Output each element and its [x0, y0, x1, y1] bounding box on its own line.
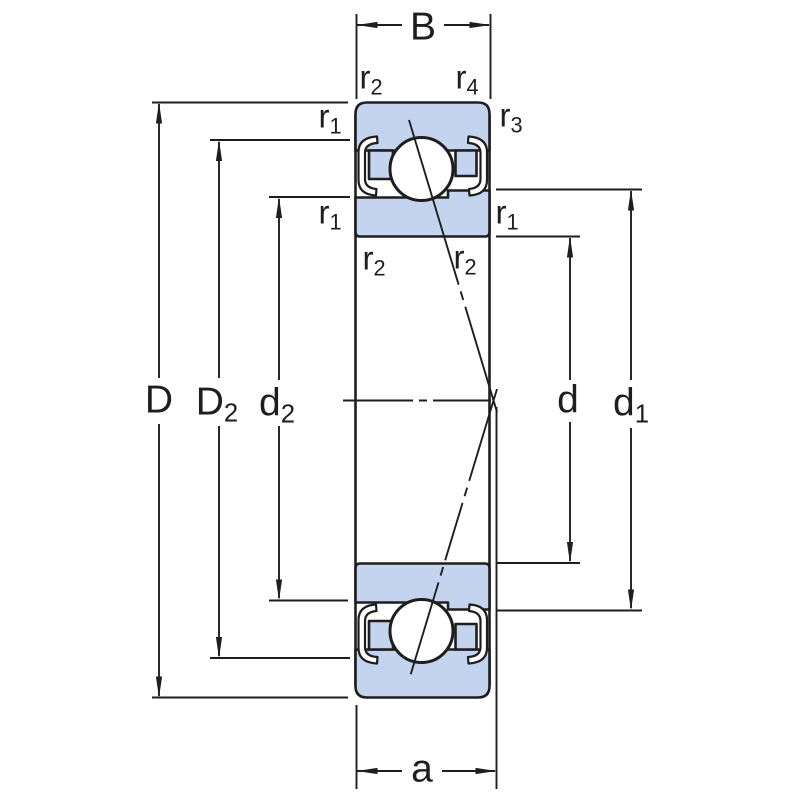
- arrow-B-right: [469, 21, 491, 29]
- seal-top-left: [357, 135, 379, 197]
- label-width-B: B: [410, 8, 436, 47]
- arrow-a-left: [356, 767, 378, 775]
- inner-ring-top: [354, 189, 491, 238]
- arrow-d-down: [566, 542, 574, 563]
- arrow-B-left: [356, 21, 378, 29]
- arrow-d1-down: [627, 589, 635, 611]
- outer-ring-bottom: [354, 648, 491, 699]
- label-r2-bottom-left: r2: [362, 239, 386, 281]
- outer-ring-shoulder-bottom-left: [367, 619, 395, 651]
- label-r2-top-left: r2: [359, 58, 383, 100]
- outer-ring-top: [354, 101, 491, 152]
- arrow-D-up: [155, 102, 163, 124]
- outer-ring-shoulder-top-right: [454, 149, 478, 178]
- label-B-main: B: [409, 5, 437, 49]
- seal-top-right: [466, 135, 489, 197]
- outer-ring-shoulder-bottom-right: [454, 622, 478, 651]
- seal-bottom-left: [357, 603, 379, 665]
- arrow-D2-down: [215, 637, 223, 658]
- contact-angle-line-top: [408, 119, 498, 413]
- label-r4-top-right: r4: [455, 58, 479, 100]
- arrow-D2-up: [215, 140, 223, 161]
- label-r1-lower-left: r1: [318, 193, 342, 235]
- label-outer-diameter-D: D: [144, 378, 174, 422]
- extension-lines: [152, 14, 642, 789]
- label-shoulder-diameter-d1: d1: [612, 381, 650, 429]
- arrow-a-right: [475, 767, 497, 775]
- label-r1-upper-left: r1: [318, 97, 342, 139]
- ball-bottom: [388, 598, 455, 664]
- dimension-arrowheads: [155, 21, 635, 775]
- ball-top: [388, 136, 455, 202]
- arrow-d-up: [566, 236, 574, 258]
- label-r1-lower-right: r1: [495, 193, 519, 235]
- label-r2-bottom-right: r2: [453, 238, 477, 280]
- arrow-d2-up: [275, 197, 283, 218]
- bottom-cross-section: [354, 562, 491, 699]
- arrow-d1-up: [627, 189, 635, 211]
- inner-ring-bottom: [354, 562, 491, 611]
- contact-angle-line-bottom: [408, 388, 498, 681]
- label-contact-distance-a: a: [411, 747, 433, 791]
- label-r3-upper-right: r3: [499, 96, 523, 138]
- label-recess-diameter-D2: D2: [195, 380, 239, 428]
- top-cross-section: [354, 101, 491, 238]
- seal-bottom-right: [466, 603, 489, 665]
- label-recess-diameter-d2: d2: [258, 381, 296, 429]
- dimension-lines: [158, 24, 632, 772]
- arrow-d2-down: [275, 579, 283, 601]
- arrow-D-down: [155, 676, 163, 698]
- label-bore-diameter-d: d: [557, 378, 579, 422]
- axis-and-contact-lines: [343, 119, 498, 681]
